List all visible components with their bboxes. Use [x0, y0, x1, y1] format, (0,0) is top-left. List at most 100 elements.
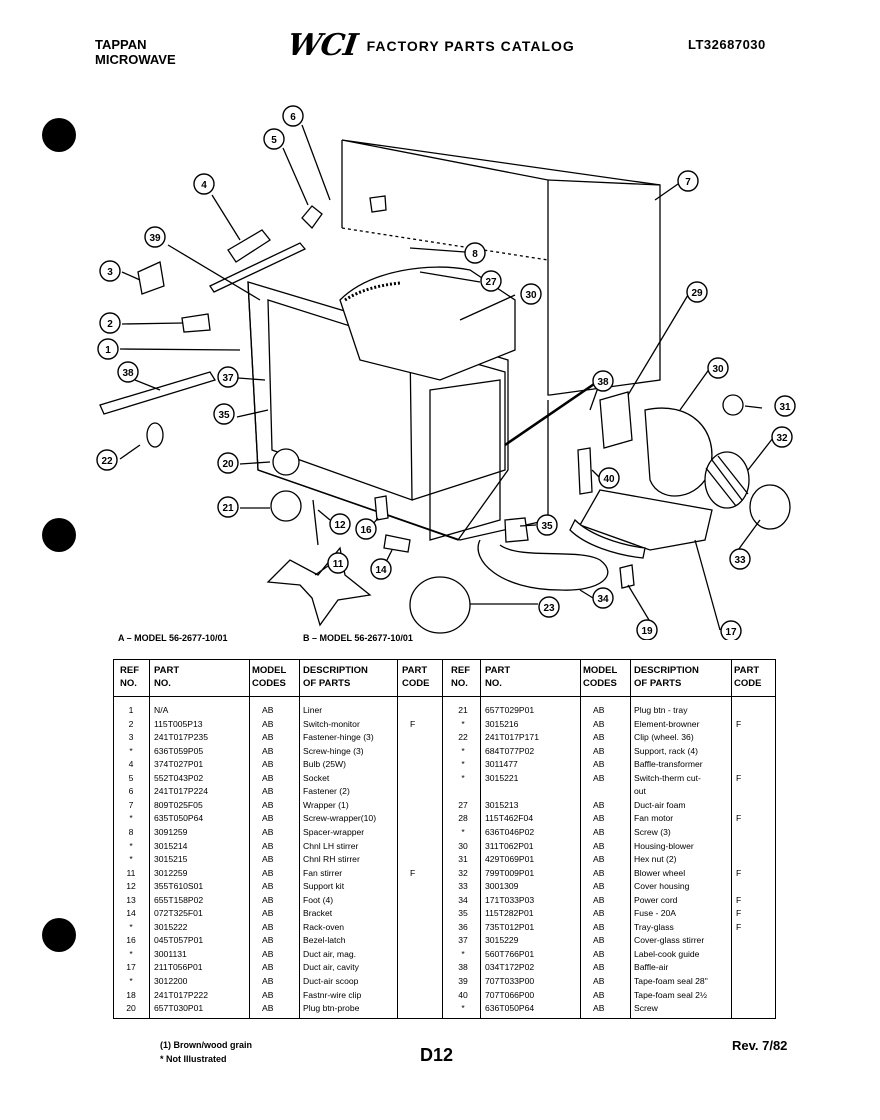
table-cell-model: AB [593, 989, 605, 1000]
svg-text:32: 32 [776, 433, 788, 444]
page-title: FACTORY PARTS CATALOG [366, 37, 575, 54]
table-cell-ref: 5 [128, 772, 134, 783]
table-cell-desc: Fan motor [634, 813, 674, 824]
table-cell-model: AB [593, 772, 605, 783]
callout-31: 31 [774, 395, 796, 417]
table-cell-desc: Chnl LH stirrer [303, 840, 359, 851]
table-cell-part: 3015213 [485, 799, 519, 810]
svg-text:30: 30 [525, 290, 537, 301]
table-cell-model: AB [262, 894, 274, 905]
table-cell-model: AB [593, 948, 605, 959]
svg-text:8: 8 [472, 249, 478, 260]
table-cell-code: F [736, 894, 742, 905]
table-cell-part: 072T325F01 [154, 908, 203, 919]
table-cell-part: 657T030P01 [154, 1003, 204, 1014]
table-cell-model: AB [262, 989, 274, 1000]
callout-16: 16 [355, 518, 377, 540]
svg-text:31: 31 [779, 402, 791, 413]
table-cell-ref: 31 [458, 854, 468, 865]
table-cell-model: AB [262, 786, 274, 797]
callout-35-left: 35 [213, 403, 235, 425]
table-cell-desc: Switch-therm cut- [634, 772, 701, 783]
svg-text:30: 30 [712, 364, 724, 375]
svg-text:21: 21 [222, 503, 234, 514]
svg-text:11: 11 [333, 559, 344, 570]
table-cell-model: AB [593, 826, 605, 837]
callout-27: 27 [480, 270, 502, 292]
table-cell-ref: * [129, 745, 133, 756]
table-cell-desc: Fan stirrer [303, 867, 343, 878]
callout-5: 5 [263, 128, 285, 150]
table-cell-desc: out [634, 786, 646, 797]
table-cell-desc: Tape-foam seal 2½ [634, 989, 708, 1000]
table-cell-part: 045T057P01 [154, 935, 204, 946]
table-cell-ref: * [129, 948, 133, 959]
table-cell-model: AB [593, 799, 605, 810]
table-cell-desc: Support, rack (4) [634, 745, 698, 756]
callout-2: 2 [99, 312, 121, 334]
table-cell-ref: 21 [458, 705, 468, 715]
table-cell-desc: Duct-air foam [634, 799, 686, 810]
table-cell-ref: * [461, 1003, 465, 1014]
callout-22: 22 [96, 449, 118, 471]
callout-30-top: 30 [520, 283, 542, 305]
table-cell-part: 684T077P02 [485, 745, 535, 756]
callout-12: 12 [329, 513, 351, 535]
svg-text:33: 33 [734, 555, 746, 566]
table-cell-ref: * [129, 813, 133, 824]
table-cell-model: AB [593, 908, 605, 919]
callout-38-right: 38 [592, 370, 614, 392]
svg-text:35: 35 [218, 410, 230, 421]
table-cell-code: F [410, 718, 416, 729]
callout-29: 29 [686, 281, 708, 303]
table-cell-desc: Cover-glass stirrer [634, 935, 705, 946]
callout-34: 34 [592, 587, 614, 609]
table-cell-ref: 12 [126, 881, 136, 892]
table-cell-desc: Tray-glass [634, 921, 674, 932]
table-cell-desc: Liner [303, 705, 323, 715]
table-cell-part: 636T046P02 [485, 826, 535, 837]
table-cell-code: F [736, 867, 742, 878]
table-cell-part: 3015221 [485, 772, 519, 783]
table-cell-model: AB [262, 1003, 274, 1014]
table-cell-model: AB [593, 840, 605, 851]
table-cell-code: F [736, 908, 742, 919]
table-cell-ref: * [129, 976, 133, 986]
table-cell-part: 635T050P64 [154, 813, 204, 824]
table-cell-part: 3015214 [154, 840, 188, 851]
table-cell-model: AB [593, 813, 605, 824]
binder-hole [42, 918, 76, 952]
exploded-parts-diagram: 6 5 4 39 3 2 1 38 37 35 22 20 21 12 16 1… [96, 105, 796, 640]
table-cell-model: AB [262, 948, 274, 959]
binder-hole [42, 518, 76, 552]
table-cell-desc: Duct-air scoop [303, 976, 359, 986]
table-cell-desc: Screw [634, 1003, 658, 1014]
table-cell-part: 241T017P171 [485, 732, 539, 743]
table-cell-desc: Screw (3) [634, 826, 671, 837]
table-cell-desc: Label-cook guide [634, 948, 700, 959]
svg-text:1: 1 [105, 345, 111, 356]
table-cell-desc: Housing-blower [634, 840, 694, 851]
table-cell-ref: 4 [128, 759, 134, 770]
table-cell-ref: 37 [458, 935, 468, 946]
table-cell-ref: * [129, 921, 133, 932]
table-cell-model: AB [593, 705, 605, 715]
callout-4: 4 [193, 173, 215, 195]
svg-text:37: 37 [222, 373, 234, 384]
callout-30: 30 [707, 357, 729, 379]
table-cell-desc: Bracket [303, 908, 333, 919]
footnote-brown-wood: (1) Brown/wood grain [160, 1040, 252, 1050]
table-cell-ref: 14 [126, 908, 136, 919]
table-cell-desc: Clip (wheel. 36) [634, 732, 694, 743]
callout-11: 11 [327, 552, 349, 574]
table-cell-model: AB [262, 962, 274, 973]
svg-text:34: 34 [597, 594, 609, 605]
table-cell-desc: Hex nut (2) [634, 854, 677, 865]
svg-text:23: 23 [543, 603, 555, 614]
callout-33: 33 [729, 548, 751, 570]
table-cell-ref: 27 [458, 799, 468, 810]
table-cell-code: F [736, 813, 742, 824]
